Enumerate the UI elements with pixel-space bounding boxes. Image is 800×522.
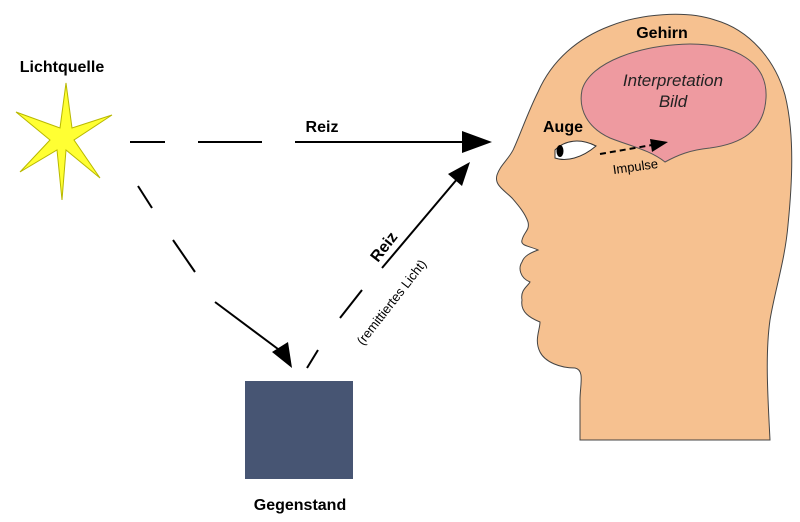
reflected-light-arrow xyxy=(306,162,470,369)
object-square xyxy=(245,381,353,479)
image-label: Bild xyxy=(659,92,688,111)
impulse-arrow xyxy=(599,139,668,155)
direct-stimulus-arrow xyxy=(130,131,492,153)
eye-icon xyxy=(554,140,597,160)
light-to-object-arrow xyxy=(137,185,292,368)
eye-label: Auge xyxy=(543,119,583,136)
reflected-light-label: (remittiertes Licht) xyxy=(354,257,430,348)
interpretation-label: Interpretation xyxy=(623,71,723,90)
brain-label: Gehirn xyxy=(636,25,688,42)
stimulus-label: Reiz xyxy=(306,119,339,136)
impulses-label: Impulse xyxy=(612,156,659,177)
star-icon xyxy=(15,82,113,201)
light-source-label: Lichtquelle xyxy=(20,59,105,76)
brain-region xyxy=(580,43,767,163)
reflected-stimulus-label: Reiz xyxy=(368,229,402,265)
object-label: Gegenstand xyxy=(254,497,346,514)
